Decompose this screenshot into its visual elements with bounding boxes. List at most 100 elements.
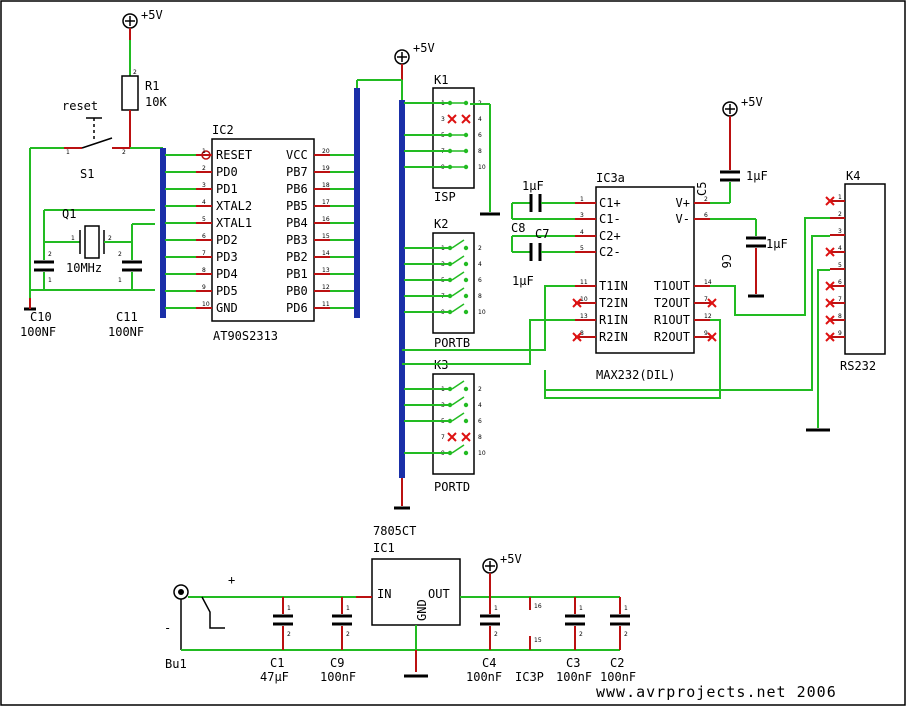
reg-cap-pin-number: 2 (346, 631, 350, 638)
svg-text:1: 1 (66, 149, 70, 156)
c9-value: 100nF (320, 670, 356, 684)
header-pin-number: 6 (478, 418, 482, 425)
mcu-pin-number: 14 (322, 250, 330, 257)
s1-name: S1 (80, 167, 94, 181)
ic1-gnd: GND (415, 599, 429, 621)
k1-label: ISP (434, 190, 456, 204)
k4-pin-number: 7 (838, 296, 842, 303)
header-pin-dot (447, 293, 453, 299)
header-jumper (451, 239, 465, 249)
header-pin-dot (447, 386, 453, 392)
c8-value: 1µF (522, 179, 544, 193)
mcu-pin-label: PB6 (286, 182, 308, 196)
max-pin-number: 4 (580, 229, 584, 236)
r1-value: 10K (145, 95, 167, 109)
cap-c6: 1µF C6 (710, 218, 788, 298)
header-pin-dot (463, 277, 469, 283)
regulator-ic1: 7805CT IC1 IN OUT GND (371, 524, 461, 626)
no-connect-mark (707, 298, 717, 308)
max-pin-label: T1OUT (654, 279, 690, 293)
mcu-pin-label: PB7 (286, 165, 308, 179)
mcu-pin-number: 17 (322, 199, 330, 206)
mcu-pin-label: PD4 (216, 267, 238, 281)
ic3-ref: IC3a (596, 171, 625, 185)
max-pin-label: C1+ (599, 196, 621, 210)
header-pin-number: 2 (478, 386, 482, 393)
mcu-pin-label: RESET (216, 148, 252, 162)
vcc-label: +5V (500, 552, 522, 566)
mcu-pin-number: 10 (202, 301, 210, 308)
max-pin-number: 8 (580, 330, 584, 337)
header-pin-number: 10 (478, 309, 486, 316)
k4-ref: K4 (846, 169, 860, 183)
header-pin-number: 8 (478, 293, 482, 300)
mcu-pin-label: PD0 (216, 165, 238, 179)
resistor-r1: 2 R1 10K (121, 40, 167, 148)
max-pin-label: C2+ (599, 229, 621, 243)
ic3-max232: IC3a MAX232(DIL) (595, 171, 695, 382)
header-pin-number: 6 (478, 132, 482, 139)
ic3p-name: IC3P (515, 670, 544, 684)
header-jumper (451, 380, 465, 390)
svg-text:2: 2 (118, 251, 122, 258)
c7-value: 1µF (512, 274, 534, 288)
mcu-pin-number: 4 (202, 199, 206, 206)
k4-pin-number: 4 (838, 245, 842, 252)
jack-name: Bu1 (165, 657, 187, 671)
header-pin-number: 10 (478, 164, 486, 171)
k4-label: RS232 (840, 359, 876, 373)
c11-value: 100NF (108, 325, 144, 339)
mcu-pin-number: 5 (202, 216, 206, 223)
power-symbol-right: +5V (722, 95, 763, 128)
header-pin-dot (463, 402, 469, 408)
c3-name: C3 (566, 656, 580, 670)
mcu-pin-number: 12 (322, 284, 330, 291)
reg-cap-pin-number: 2 (494, 631, 498, 638)
mcu-pin-number: 18 (322, 182, 330, 189)
header-k1-isp: K1 ISP 12345678910 (404, 73, 486, 204)
c4-name: C4 (482, 656, 496, 670)
header-pin-dot (447, 164, 453, 170)
k4-pin-number: 8 (838, 313, 842, 320)
header-jumper (451, 287, 465, 297)
k2-ref: K2 (434, 217, 448, 231)
max232-wiring (402, 217, 830, 432)
header-pin-number: 6 (478, 277, 482, 284)
reg-cap-pin-number: 1 (579, 605, 583, 612)
k4-pin-number: 1 (838, 194, 842, 201)
no-connect-mark (572, 298, 582, 308)
no-connect-mark (572, 332, 582, 342)
header-jumper (451, 412, 465, 422)
mcu-pin-number: 16 (322, 216, 330, 223)
vcc-label: +5V (413, 41, 435, 55)
regulator-wiring: + - Bu1 (164, 573, 620, 678)
max-pin-label: C1- (599, 212, 621, 226)
no-connect-mark (825, 332, 835, 342)
header-pin-dot (463, 309, 469, 315)
c9-name: C9 (330, 656, 344, 670)
header-pin-number: 4 (478, 402, 482, 409)
mcu-pin-number: 13 (322, 267, 330, 274)
k1-ground (470, 103, 500, 216)
mcu-pin-number: 19 (322, 165, 330, 172)
c1-name: C1 (270, 656, 284, 670)
reset-label: reset (62, 99, 98, 113)
power-symbol-reg: +5V (482, 552, 522, 590)
max-pin-number: 14 (704, 279, 712, 286)
k1-ref: K1 (434, 73, 448, 87)
k4-pin-number: 5 (838, 262, 842, 269)
max-pin-label: R1OUT (654, 313, 690, 327)
svg-text:2: 2 (122, 149, 126, 156)
c7-name: C7 (535, 227, 549, 241)
max-pin-label: R1IN (599, 313, 628, 327)
svg-text:+: + (228, 573, 235, 587)
header-pin-dot (463, 418, 469, 424)
connector-k4-rs232: K4 RS232 (840, 169, 886, 373)
no-connect-mark (461, 432, 471, 442)
mcu-pin-label: PD3 (216, 250, 238, 264)
mcu-pin-label: PB1 (286, 267, 308, 281)
